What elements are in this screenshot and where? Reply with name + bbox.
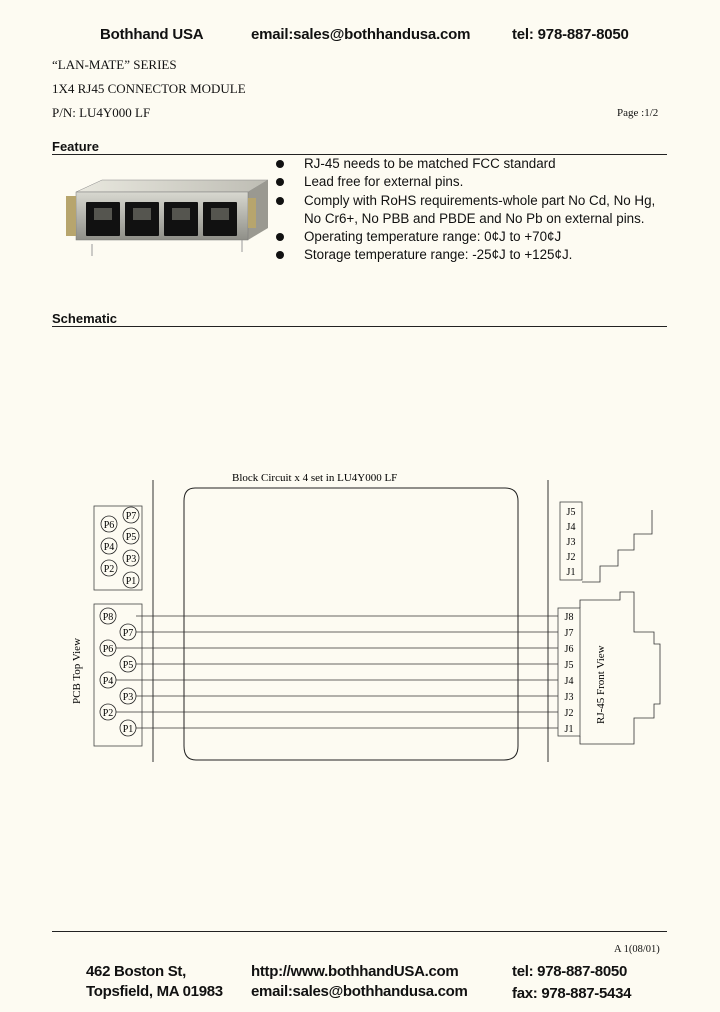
schematic-diagram: Block Circuit x 4 set in LU4Y000 LF P7 P… — [71, 472, 661, 762]
svg-text:J6: J6 — [565, 644, 574, 655]
svg-text:P3: P3 — [126, 554, 137, 565]
footer-fax: fax: 978-887-5434 — [512, 985, 632, 1002]
pcb-pin-box — [93, 603, 143, 747]
pcb-pin-labels: P8 P7 P6 P5 P4 P3 P2 P1 — [103, 612, 134, 735]
main-jack-box — [557, 607, 581, 737]
svg-text:P4: P4 — [103, 676, 114, 687]
header-tel: tel: 978-887-8050 — [512, 26, 629, 43]
svg-text:P2: P2 — [103, 708, 114, 719]
svg-text:J4: J4 — [565, 676, 574, 687]
svg-text:J3: J3 — [565, 692, 574, 703]
part-number: P/N: LU4Y000 LF — [52, 105, 151, 120]
svg-text:P7: P7 — [123, 628, 134, 639]
upper-pin-box — [93, 505, 143, 591]
svg-text:P8: P8 — [103, 612, 114, 623]
svg-text:P7: P7 — [126, 511, 137, 522]
bullet-icon — [276, 196, 284, 205]
wire-lines — [116, 615, 558, 729]
svg-text:J8: J8 — [565, 612, 574, 623]
footer-address-line1: 462 Boston St, — [86, 963, 186, 980]
footer-tel: tel: 978-887-8050 — [512, 963, 627, 980]
svg-text:J1: J1 — [565, 724, 574, 735]
rj45-front-outline — [579, 591, 661, 745]
svg-text:J1: J1 — [567, 567, 576, 578]
svg-text:J4: J4 — [567, 522, 576, 533]
connector-photo — [66, 179, 269, 256]
page-number: Page :1/2 — [617, 107, 659, 119]
bullet-icon — [276, 233, 284, 242]
svg-text:J5: J5 — [565, 660, 574, 671]
header-email[interactable]: email:sales@bothhandusa.com — [251, 26, 471, 43]
footer-website-link[interactable]: http://www.bothhandUSA.com — [251, 963, 459, 980]
upper-pin-labels: P7 P6 P5 P4 P3 P2 P1 — [104, 511, 137, 587]
module-title: 1X4 RJ45 CONNECTOR MODULE — [52, 81, 246, 96]
svg-text:J7: J7 — [565, 628, 574, 639]
schematic-heading: Schematic — [52, 311, 118, 326]
feature-rule — [52, 154, 667, 155]
svg-text:P1: P1 — [123, 724, 134, 735]
main-jack-labels: J8 J7 J6 J5 J4 J3 J2 J1 — [565, 612, 574, 735]
svg-text:J5: J5 — [567, 507, 576, 518]
small-jack-box — [559, 501, 583, 581]
feature-list: RJ-45 needs to be matched FCC standard L… — [274, 155, 674, 265]
feature-item: Lead free for external pins. — [274, 173, 674, 191]
svg-text:P5: P5 — [123, 660, 134, 671]
svg-text:P2: P2 — [104, 564, 115, 575]
feature-item: Comply with RoHS requirements-whole part… — [274, 192, 674, 210]
svg-text:P3: P3 — [123, 692, 134, 703]
svg-text:J2: J2 — [565, 708, 574, 719]
series-title: “LAN-MATE” SERIES — [52, 57, 177, 72]
svg-text:J3: J3 — [567, 537, 576, 548]
block-circuit-box — [183, 487, 519, 761]
bullet-icon — [276, 160, 284, 168]
feature-item: Storage temperature range: -25¢J to +125… — [274, 246, 674, 264]
pcb-top-view-label: PCB Top View — [71, 638, 83, 704]
footer-email-link[interactable]: email:sales@bothhandusa.com — [251, 983, 468, 1000]
feature-heading: Feature — [52, 139, 99, 154]
small-jack-step-outline — [582, 510, 653, 583]
feature-item: Operating temperature range: 0¢J to +70¢… — [274, 228, 674, 246]
feature-item: RJ-45 needs to be matched FCC standard — [274, 155, 674, 173]
pcb-pin-circles — [99, 607, 137, 737]
svg-text:P6: P6 — [103, 644, 114, 655]
small-jack-labels: J5 J4 J3 J2 J1 — [567, 507, 576, 578]
rj45-front-view-label: RJ-45 Front View — [595, 645, 607, 724]
bullet-icon — [276, 251, 284, 260]
block-circuit-label: Block Circuit x 4 set in LU4Y000 LF — [232, 472, 397, 484]
svg-text:P5: P5 — [126, 532, 137, 543]
footer-rule — [52, 931, 667, 932]
svg-text:P1: P1 — [126, 576, 137, 587]
upper-pin-circles — [100, 506, 140, 589]
bullet-icon — [276, 178, 284, 187]
svg-text:P4: P4 — [104, 542, 115, 553]
svg-text:J2: J2 — [567, 552, 576, 563]
footer-address-line2: Topsfield, MA 01983 — [86, 983, 223, 1000]
svg-text:P6: P6 — [104, 520, 115, 531]
schematic-rule — [52, 326, 667, 327]
feature-item-continued: No Cr6+, No PBB and PBDE and No Pb on ex… — [304, 210, 645, 226]
revision-code: A 1(08/01) — [614, 944, 660, 955]
company-name: Bothhand USA — [100, 26, 204, 43]
